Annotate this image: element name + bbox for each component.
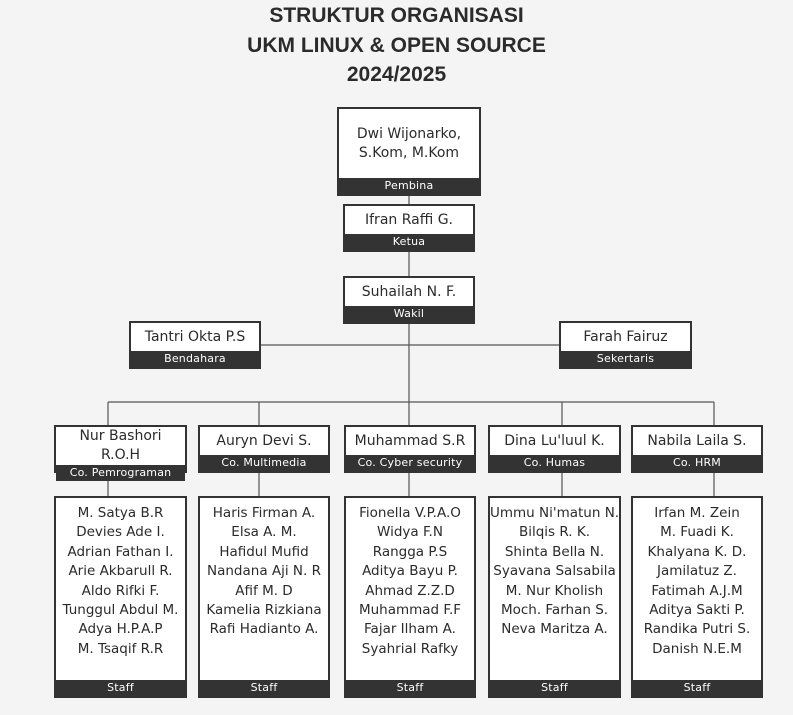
staff-member: Rangga P.S: [372, 543, 448, 560]
pembina-name: Dwi Wijonarko, S.Kom, M.Kom: [356, 125, 462, 161]
staff-member: Irfan M. Zein: [654, 505, 740, 521]
staff-member: Syahrial Rafky: [361, 640, 459, 657]
division-box-multimedia: Auryn Devi S. Co. Multimedia: [198, 425, 330, 473]
staff-list: M. Satya B.R Devies Ade I. Adrian Fathan…: [56, 498, 185, 680]
staff-member: Arie Akbarull R.: [68, 563, 173, 580]
staff-label: Staff: [200, 680, 328, 696]
staff-box-hrm: Irfan M. Zein M. Fuadi K. Khalyana K. D.…: [631, 496, 763, 698]
division-box-cyber-security: Muhammad S.R Co. Cyber security: [344, 425, 476, 473]
bendahara-name: Tantri Okta P.S: [144, 328, 246, 345]
staff-member: Moch. Farhan S.: [500, 602, 609, 619]
division-box-humas: Dina Lu'luul K. Co. Humas: [488, 425, 621, 473]
staff-member: Shinta Bella N.: [504, 543, 605, 560]
wakil-role: Wakil: [345, 306, 473, 322]
staff-label: Staff: [633, 680, 761, 696]
staff-member: Neva Maritza A.: [501, 621, 608, 638]
staff-member: Ummu Ni'matun N.: [490, 505, 620, 521]
staff-member: M. Tsaqif R.R: [77, 640, 164, 657]
pembina-box: Dwi Wijonarko, S.Kom, M.Kom Pembina: [337, 107, 481, 196]
staff-member: Khalyana K. D.: [647, 543, 747, 560]
division-coordinator-name: Dina Lu'luul K.: [504, 432, 605, 449]
staff-member: Devies Ade I.: [76, 524, 165, 541]
division-role: Co. HRM: [633, 455, 761, 471]
sekertaris-box: Farah Fairuz Sekertaris: [559, 321, 692, 369]
ketua-name: Ifran Raffi G.: [365, 211, 453, 228]
sekertaris-name: Farah Fairuz: [583, 328, 668, 345]
wakil-box: Suhailah N. F. Wakil: [343, 276, 475, 324]
staff-member: Tunggul Abdul M.: [62, 602, 179, 619]
division-coordinator-name: Nabila Laila S.: [647, 432, 747, 449]
staff-member: Fionella V.P.A.O: [359, 505, 461, 521]
ketua-box: Ifran Raffi G. Ketua: [343, 204, 475, 252]
staff-member: Bilqis R. K.: [518, 524, 591, 541]
staff-member: Syavana Salsabila: [493, 563, 616, 580]
staff-list: Haris Firman A. Elsa A. M. Hafidul Mufid…: [200, 498, 328, 680]
staff-member: Jamilatuz Z.: [657, 563, 737, 580]
staff-member: Danish N.E.M: [652, 640, 742, 657]
staff-member: Rafi Hadianto A.: [209, 621, 319, 638]
staff-member: Ahmad Z.Z.D: [365, 582, 455, 599]
staff-box-multimedia: Haris Firman A. Elsa A. M. Hafidul Mufid…: [198, 496, 330, 698]
division-coordinator-name: Nur Bashori R.O.H: [79, 428, 162, 463]
division-box-pemrograman: Nur Bashori R.O.H Co. Pemrograman: [54, 425, 187, 481]
staff-member: M. Nur Kholish: [505, 582, 604, 599]
staff-box-pemrograman: M. Satya B.R Devies Ade I. Adrian Fathan…: [54, 496, 187, 698]
division-coordinator-name: Muhammad S.R: [354, 432, 466, 449]
staff-label: Staff: [490, 680, 619, 696]
chart-title-line-3: 2024/2025: [346, 63, 447, 86]
staff-member: Afif M. D: [235, 582, 293, 599]
staff-label: Staff: [346, 680, 474, 696]
staff-list: Irfan M. Zein M. Fuadi K. Khalyana K. D.…: [633, 498, 761, 680]
division-role: Co. Humas: [490, 455, 619, 471]
staff-member: M. Fuadi K.: [660, 524, 734, 541]
chart-title-line-1: STRUKTUR ORGANISASI: [269, 4, 524, 27]
chart-title-line-2: UKM LINUX & OPEN SOURCE: [247, 34, 546, 57]
wakil-name: Suhailah N. F.: [361, 283, 457, 300]
staff-member: Fatimah A.J.M: [651, 582, 743, 599]
sekertaris-role: Sekertaris: [561, 351, 690, 367]
pembina-role: Pembina: [339, 178, 479, 194]
staff-box-cyber-security: Fionella V.P.A.O Widya F.N Rangga P.S Ad…: [344, 496, 476, 698]
staff-member: Aditya Sakti P.: [649, 602, 745, 619]
staff-member: Hafidul Mufid: [219, 543, 309, 560]
staff-member: Adya H.P.A.P: [78, 621, 163, 638]
division-role: Co. Pemrograman: [56, 465, 185, 481]
staff-member: Elsa A. M.: [231, 524, 297, 541]
staff-list: Fionella V.P.A.O Widya F.N Rangga P.S Ad…: [346, 498, 474, 680]
staff-member: Adrian Fathan I.: [67, 543, 174, 560]
division-coordinator-name: Auryn Devi S.: [216, 432, 312, 449]
staff-box-humas: Ummu Ni'matun N. Bilqis R. K. Shinta Bel…: [488, 496, 621, 698]
staff-label: Staff: [56, 680, 185, 696]
staff-member: Kamelia Rizkiana: [206, 602, 322, 619]
staff-member: M. Satya B.R: [77, 505, 164, 521]
staff-member: Haris Firman A.: [212, 505, 316, 521]
bendahara-role: Bendahara: [131, 351, 259, 367]
bendahara-box: Tantri Okta P.S Bendahara: [129, 321, 261, 369]
staff-member: Fajar Ilham A.: [364, 621, 456, 638]
staff-member: Widya F.N: [377, 524, 443, 541]
staff-member: Nandana Aji N. R: [207, 563, 321, 580]
staff-member: Randika Putri S.: [643, 621, 751, 638]
division-box-hrm: Nabila Laila S. Co. HRM: [631, 425, 763, 473]
staff-member: Aditya Bayu P.: [362, 563, 458, 580]
division-role: Co. Multimedia: [200, 455, 328, 471]
staff-list: Ummu Ni'matun N. Bilqis R. K. Shinta Bel…: [490, 498, 619, 680]
staff-member: Aldo Rifki F.: [81, 582, 160, 599]
ketua-role: Ketua: [345, 234, 473, 250]
staff-member: Muhammad F.F: [358, 602, 462, 619]
division-role: Co. Cyber security: [346, 455, 474, 471]
